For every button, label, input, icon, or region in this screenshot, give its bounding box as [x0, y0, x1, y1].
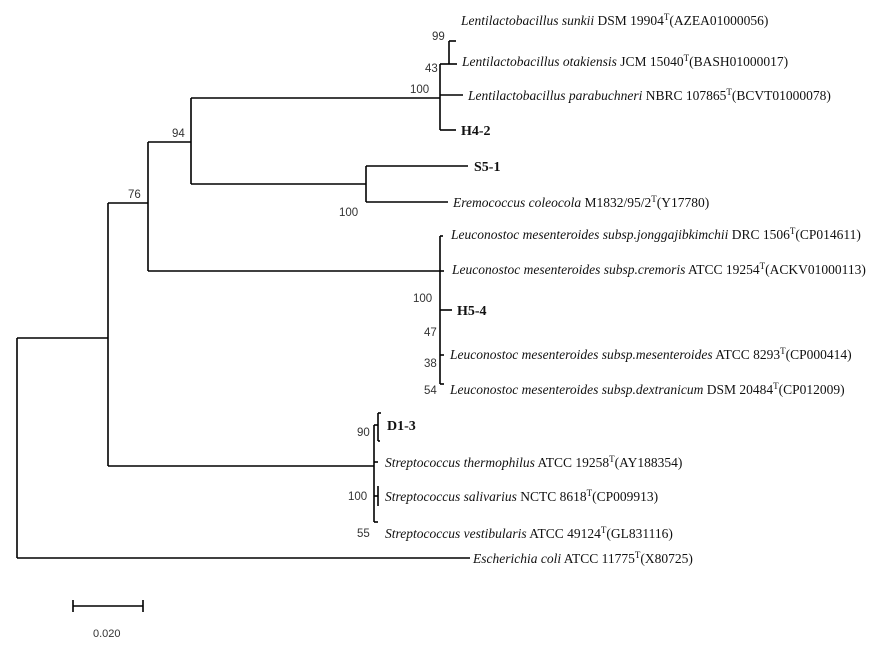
taxon-label: Streptococcus thermophilus ATCC 19258T(A… — [385, 454, 682, 470]
isolate-label: S5-1 — [474, 160, 500, 175]
bootstrap-value: 76 — [128, 189, 141, 201]
bootstrap-value: 54 — [424, 385, 437, 397]
taxon-label: Escherichia coli ATCC 11775T(X80725) — [472, 550, 693, 566]
taxon-label: Leuconostoc mesenteroides subsp.cremoris… — [451, 261, 866, 277]
taxon-label: Streptococcus vestibularis ATCC 49124T(G… — [385, 525, 673, 541]
taxon-label: Streptococcus salivarius NCTC 8618T(CP00… — [385, 488, 658, 504]
taxon-label: Eremococcus coleocola M1832/95/2T(Y17780… — [452, 194, 709, 210]
bootstrap-value: 100 — [410, 84, 429, 96]
isolate-label: H5-4 — [457, 304, 487, 319]
taxon-label: Lentilactobacillus otakiensis JCM 15040T… — [461, 53, 788, 69]
taxon-label: Leuconostoc mesenteroides subsp.dextrani… — [449, 381, 845, 397]
taxon-label: Leuconostoc mesenteroides subsp.mesenter… — [449, 346, 852, 362]
isolate-label: H4-2 — [461, 124, 491, 139]
isolate-label: D1-3 — [387, 419, 416, 434]
tree-branches — [16, 40, 470, 559]
bootstrap-value: 38 — [424, 358, 437, 370]
bootstrap-value: 100 — [339, 207, 358, 219]
bootstrap-value: 100 — [413, 293, 432, 305]
taxon-label: Lentilactobacillus sunkii DSM 19904T(AZE… — [460, 12, 768, 28]
taxon-label: Leuconostoc mesenteroides subsp.jonggaji… — [450, 226, 861, 242]
bootstrap-value: 55 — [357, 528, 370, 540]
bootstrap-value: 43 — [425, 63, 438, 75]
bootstrap-values: 99 43 100 94 100 76 100 47 38 54 90 100 … — [128, 31, 445, 540]
bootstrap-value: 90 — [357, 427, 370, 439]
taxon-labels: Lentilactobacillus sunkii DSM 19904T(AZE… — [385, 12, 866, 566]
bootstrap-value: 99 — [432, 31, 445, 43]
bootstrap-value: 100 — [348, 491, 367, 503]
taxon-label: Lentilactobacillus parabuchneri NBRC 107… — [467, 87, 831, 103]
bootstrap-value: 47 — [424, 327, 437, 339]
bootstrap-value: 94 — [172, 128, 185, 140]
scale-bar: 0.020 — [72, 600, 144, 640]
scale-bar-label: 0.020 — [93, 628, 121, 640]
